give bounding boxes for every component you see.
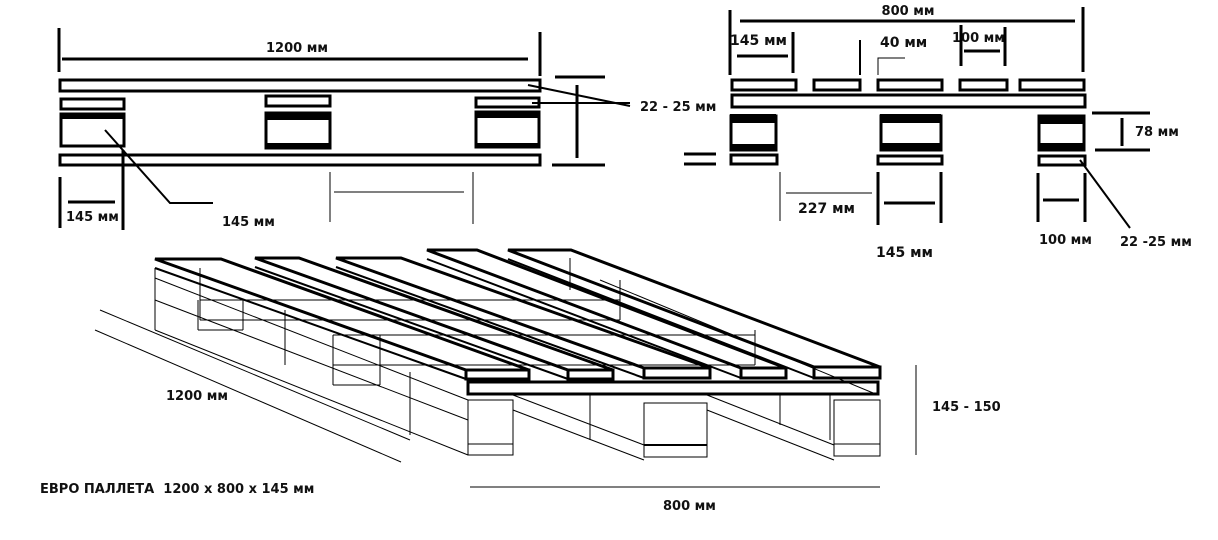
stringer-board bbox=[264, 94, 332, 108]
stringer-board bbox=[59, 97, 126, 111]
block bbox=[833, 399, 881, 457]
bottom-board bbox=[58, 153, 542, 167]
leader-line bbox=[104, 129, 213, 204]
board-145-label: 145 мм bbox=[730, 33, 787, 49]
top-board bbox=[426, 248, 788, 380]
stringer-board bbox=[474, 96, 541, 109]
board-100-label: 100 мм bbox=[952, 31, 1005, 46]
front-crossboard bbox=[466, 380, 880, 396]
top-board bbox=[1018, 78, 1086, 92]
top-board bbox=[812, 78, 862, 92]
block-100-label: 100 мм bbox=[1039, 233, 1092, 248]
top-board bbox=[58, 78, 542, 93]
bottom-board-label: 22 -25 мм bbox=[1120, 235, 1192, 250]
top-board bbox=[876, 78, 944, 92]
top-board bbox=[335, 256, 712, 380]
side-view: 1200 мм 22 - 25 мм 145 мм 145 мм bbox=[57, 28, 716, 230]
end-view: 800 мм 145 мм 40 мм 100 мм 78 мм 227 мм … bbox=[728, 4, 1192, 261]
iso-length-label: 1200 мм bbox=[166, 389, 228, 404]
pallet-structure-lines bbox=[154, 258, 879, 461]
block bbox=[264, 111, 332, 150]
length-label: 1200 мм bbox=[266, 41, 328, 56]
block bbox=[59, 112, 126, 148]
block bbox=[1037, 114, 1086, 152]
top-board bbox=[730, 78, 798, 92]
block bbox=[729, 114, 778, 152]
block bbox=[467, 399, 514, 456]
top-board bbox=[507, 248, 882, 380]
board-thickness-label: 22 - 25 мм bbox=[640, 100, 716, 115]
gap-227-label: 227 мм bbox=[798, 201, 855, 217]
block bbox=[474, 110, 541, 149]
top-board bbox=[254, 256, 615, 381]
top-board bbox=[958, 78, 1009, 92]
drawing-title: ЕВРО ПАЛЛЕТА 1200 x 800 x 145 мм bbox=[40, 482, 314, 497]
block-145-label: 145 мм bbox=[876, 245, 933, 261]
block-width-label: 145 мм bbox=[66, 210, 119, 225]
bottom-board bbox=[729, 153, 779, 166]
iso-width-label: 800 мм bbox=[663, 499, 716, 514]
width-label: 800 мм bbox=[882, 4, 935, 19]
gap-label: 40 мм bbox=[880, 35, 927, 51]
iso-height-label: 145 - 150 bbox=[932, 400, 1001, 415]
isometric-view: 1200 мм 145 - 150 800 мм bbox=[94, 248, 1001, 514]
stringer-board bbox=[730, 93, 1087, 109]
block bbox=[643, 402, 708, 458]
bottom-board bbox=[876, 154, 944, 166]
block-height-label: 78 мм bbox=[1135, 125, 1179, 140]
block-label-2: 145 мм bbox=[222, 215, 275, 230]
bottom-board bbox=[1037, 154, 1087, 167]
top-board bbox=[154, 257, 531, 381]
block bbox=[879, 114, 943, 152]
